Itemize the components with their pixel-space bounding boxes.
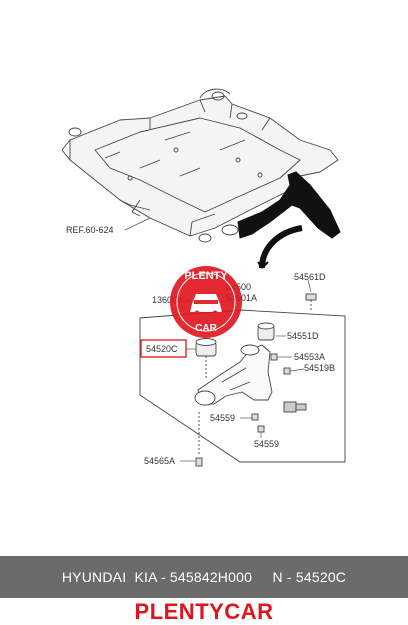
label-54519b: 54519B — [304, 363, 335, 373]
label-54520c: 54520C — [146, 344, 178, 354]
label-54551d: 54551D — [287, 331, 319, 341]
label-54565a: 54565A — [144, 456, 175, 466]
brand-name: PLENTYCAR — [0, 598, 408, 625]
svg-text:PLENTY: PLENTY — [184, 270, 228, 282]
ball-joint — [283, 401, 307, 413]
label-54559-b: 54559 — [254, 439, 279, 449]
brand-text: PLENTYCAR — [134, 598, 274, 624]
part-number-text: HYUNDAI KIA - 545842H000 N - 54520C — [61, 569, 347, 585]
label-1360gk: 1360GK — [152, 295, 185, 305]
label-54559-a: 54559 — [210, 413, 235, 423]
subframe-drawing — [61, 88, 339, 243]
label-54561d: 54561D — [294, 272, 326, 282]
highlight-box-54520c — [140, 339, 187, 358]
svg-text:CAR: CAR — [195, 323, 217, 334]
lower-arm-part — [194, 344, 273, 406]
bushing-54520c — [195, 338, 217, 380]
bushing-54551d — [257, 322, 275, 341]
part-number-bar: HYUNDAI KIA - 545842H000 N - 54520C — [0, 556, 408, 598]
ref-label: REF.60-624 — [66, 225, 114, 235]
highlighted-lower-arm — [237, 171, 341, 269]
plentycar-logo-watermark: PLENTY CAR — [170, 266, 242, 338]
parts-diagram: REF.60-624 — [61, 88, 346, 467]
bolt-54561d — [305, 293, 317, 312]
ref-leader — [124, 217, 151, 231]
leader-lines — [180, 279, 312, 462]
label-54553a: 54553A — [294, 352, 325, 362]
